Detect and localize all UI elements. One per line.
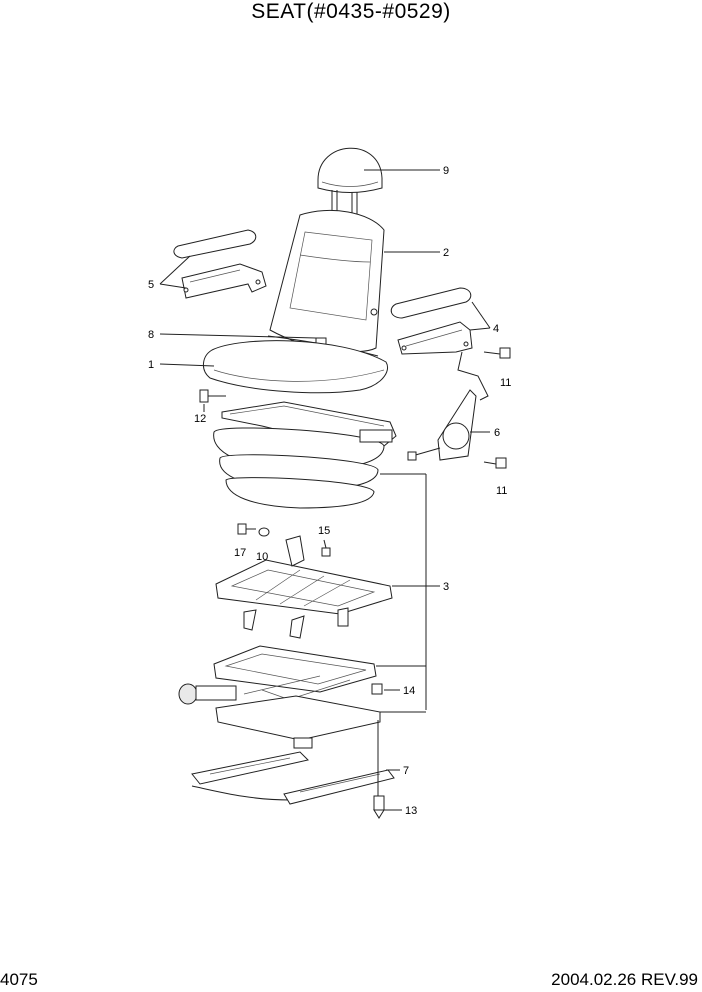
callout-6: 6 bbox=[494, 427, 500, 439]
nut-14-part[interactable] bbox=[371, 683, 383, 695]
bolt-11-upper-part[interactable] bbox=[483, 347, 511, 359]
callout-11-upper: 11 bbox=[500, 377, 511, 389]
seat-cushion-part[interactable] bbox=[203, 340, 388, 394]
callout-17: 17 bbox=[234, 547, 246, 559]
bolt-11-lower-part[interactable] bbox=[483, 457, 507, 469]
headrest-part[interactable] bbox=[317, 147, 383, 217]
left-armrest-part[interactable] bbox=[173, 229, 267, 299]
callout-3: 3 bbox=[443, 581, 449, 593]
callout-4: 4 bbox=[493, 323, 499, 335]
slide-rail-part[interactable] bbox=[191, 751, 395, 805]
callout-15: 15 bbox=[318, 525, 330, 537]
washer-10-part[interactable] bbox=[258, 527, 270, 537]
page-title: SEAT(#0435-#0529) bbox=[251, 0, 451, 23]
page-number: 4075 bbox=[0, 970, 38, 989]
seat-pan-bellows bbox=[213, 401, 397, 509]
bolt-13-part[interactable] bbox=[373, 795, 385, 819]
leader-lines bbox=[159, 169, 491, 811]
callout-1: 1 bbox=[148, 359, 154, 371]
callout-5: 5 bbox=[148, 279, 154, 291]
lever-plate-part[interactable] bbox=[407, 389, 477, 461]
callout-7: 7 bbox=[403, 765, 409, 777]
callout-2: 2 bbox=[443, 247, 449, 259]
callout-12: 12 bbox=[194, 413, 206, 425]
right-armrest-part[interactable] bbox=[390, 287, 473, 355]
nut-15-part[interactable] bbox=[321, 547, 331, 557]
seat-back-part[interactable] bbox=[269, 209, 385, 353]
callout-10: 10 bbox=[256, 551, 268, 563]
callout-9: 9 bbox=[443, 165, 449, 177]
callout-13: 13 bbox=[405, 805, 417, 817]
revision-date: 2004.02.26 REV.99 bbox=[551, 970, 698, 989]
bolt-17-part[interactable] bbox=[237, 523, 256, 535]
callout-8: 8 bbox=[148, 329, 154, 341]
bolt-12-part[interactable] bbox=[199, 389, 226, 403]
callout-11-lower: 11 bbox=[496, 485, 507, 497]
callout-14: 14 bbox=[403, 685, 415, 697]
suspension-assembly-part[interactable] bbox=[178, 535, 393, 749]
